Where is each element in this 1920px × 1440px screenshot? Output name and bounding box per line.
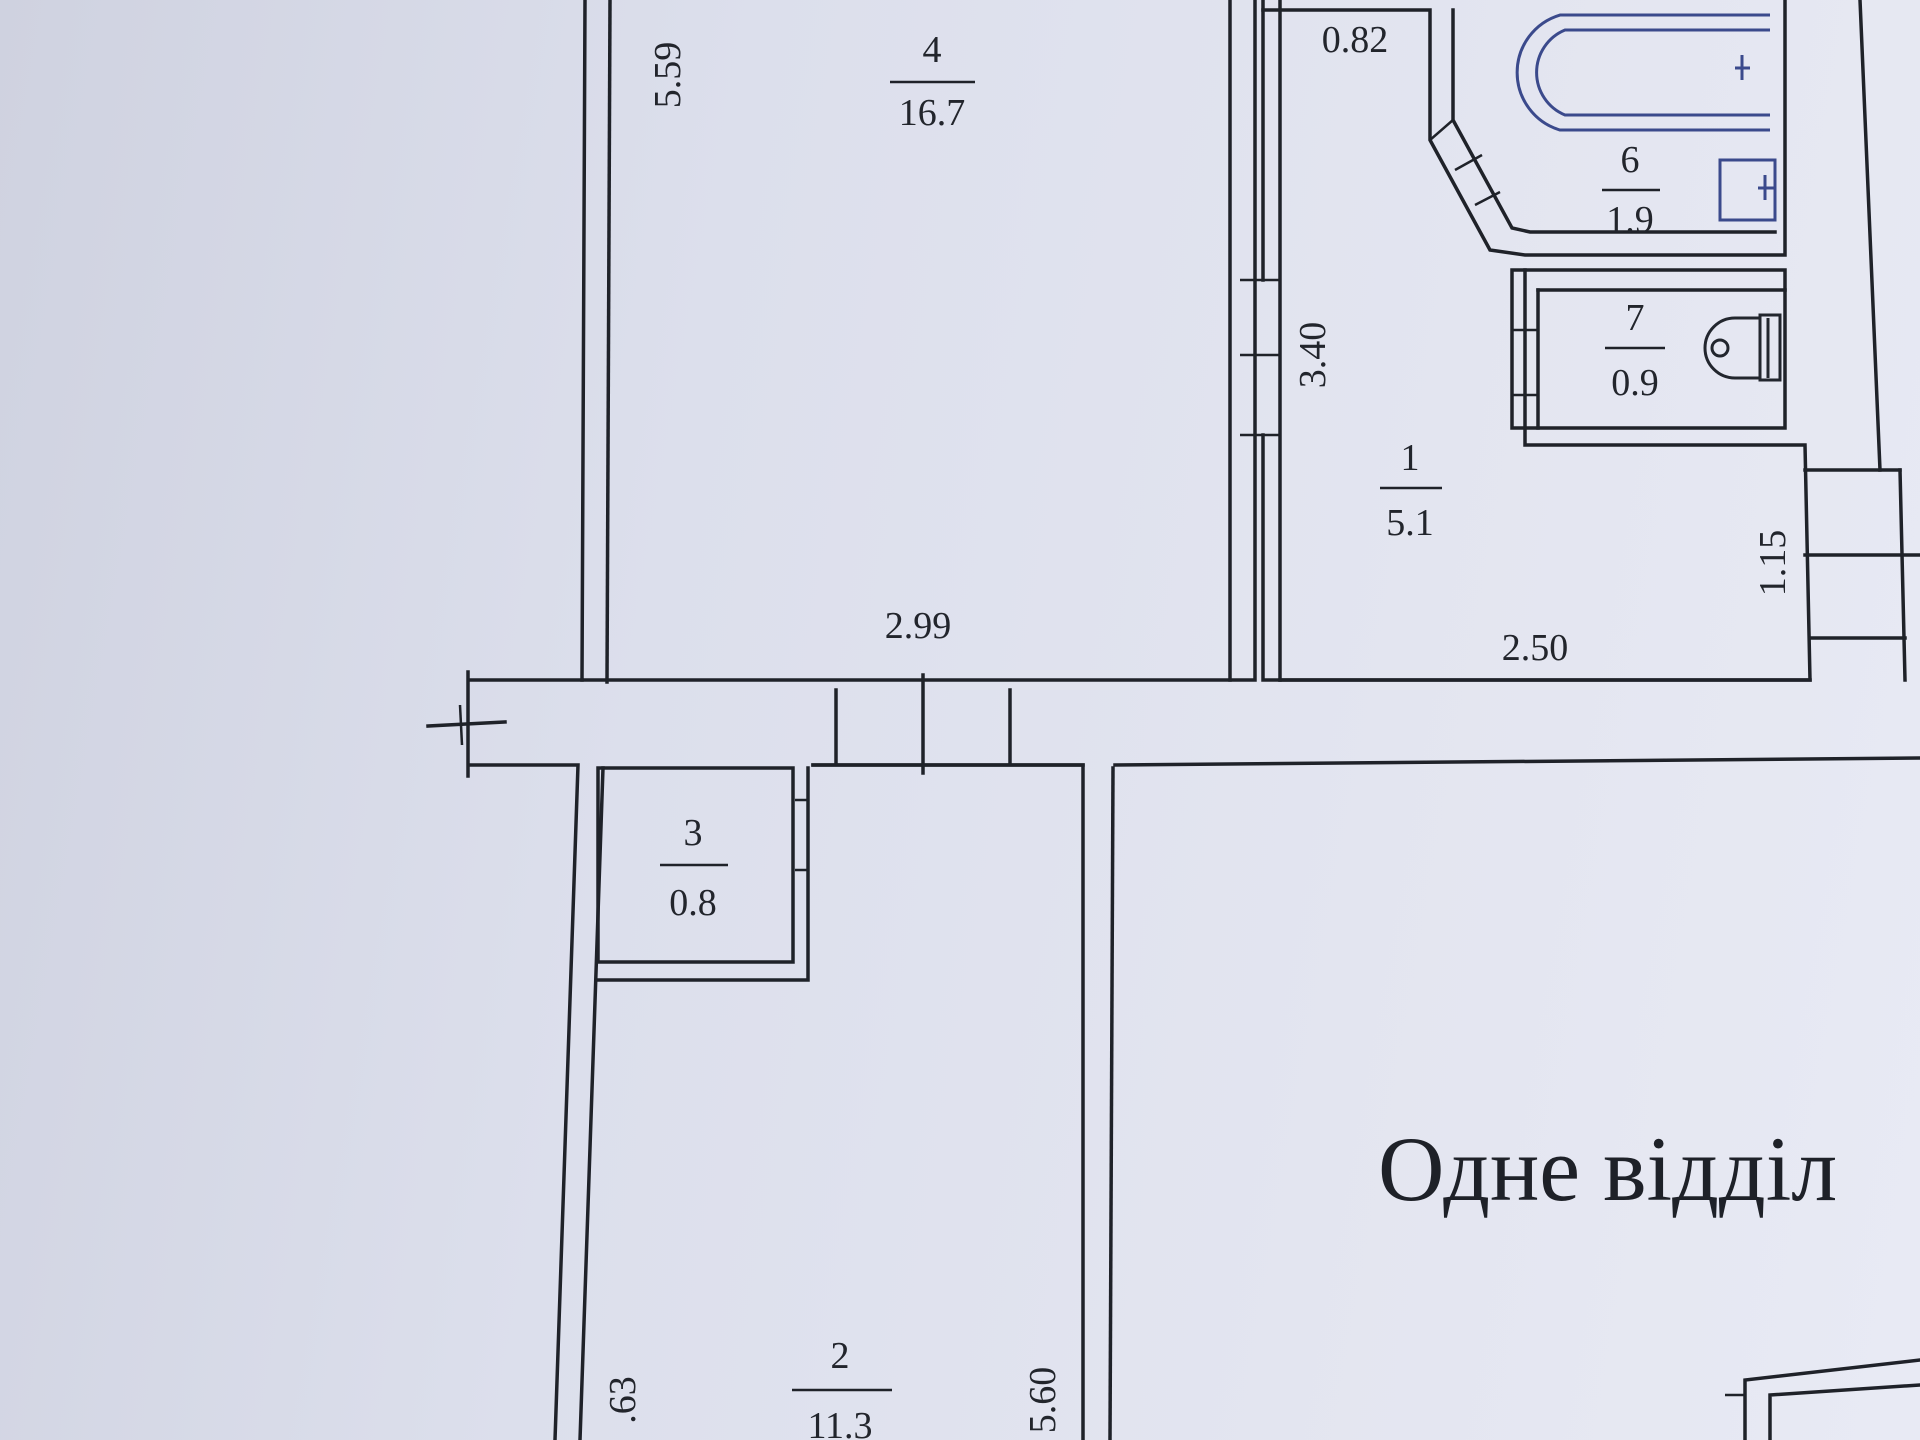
dim-corridor-top: 0.82 [1322, 19, 1389, 61]
toilet-fixture [1703, 313, 1782, 382]
stair-fragment [1725, 1358, 1920, 1440]
dim-room1-height: 3.40 [1292, 322, 1334, 389]
entry-block [1803, 0, 1920, 682]
room-4-walls [580, 0, 1257, 684]
room-7-number: 7 [1626, 297, 1645, 339]
plan-caption: Одне відділ [1378, 1118, 1837, 1220]
room-6-walls [1261, 0, 1787, 257]
room-2-number: 2 [831, 1335, 850, 1377]
dim-room2-right: 5.60 [1022, 1367, 1064, 1434]
sink-fixture [1718, 158, 1777, 222]
room-4-number: 4 [923, 29, 942, 71]
room-2-area: 11.3 [807, 1405, 872, 1440]
entrance-marker [426, 670, 507, 778]
room-4-area: 16.7 [899, 92, 966, 134]
dim-entry-depth: 1.15 [1752, 530, 1794, 597]
room-1-area: 5.1 [1386, 502, 1434, 544]
room-1-number: 1 [1401, 437, 1420, 479]
dim-room2-left: .63 [602, 1376, 644, 1424]
room-7-walls [1510, 268, 1787, 430]
room-3-walls [596, 766, 810, 982]
dim-room4-height: 5.59 [647, 42, 689, 109]
room-1-walls [1240, 0, 1812, 682]
bathtub-fixture [1515, 13, 1770, 132]
room-7-area: 0.9 [1611, 362, 1659, 404]
room-2-walls [811, 763, 1115, 1440]
room-3-number: 3 [684, 812, 703, 854]
room-3-area: 0.8 [669, 882, 717, 924]
room-6-area: 1.9 [1606, 199, 1654, 241]
dim-room1-width: 2.50 [1502, 627, 1569, 669]
corridor [811, 673, 1920, 775]
room-6-number: 6 [1621, 139, 1640, 181]
left-exterior-wall [468, 678, 605, 1440]
dim-room4-width: 2.99 [885, 605, 952, 647]
